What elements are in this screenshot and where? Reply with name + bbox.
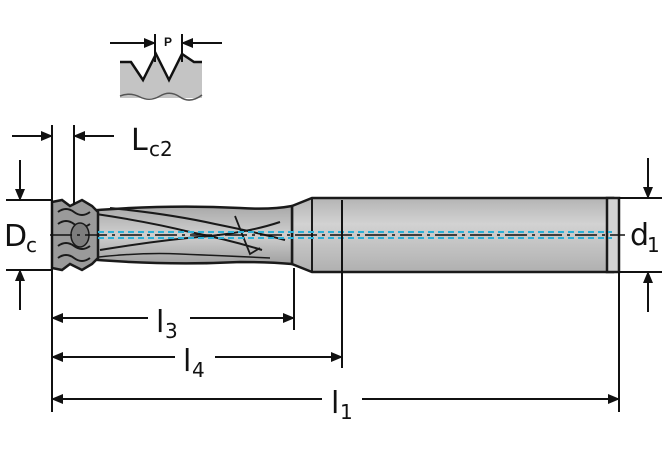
l3-label: l	[156, 305, 164, 340]
l1-subscript: 1	[340, 400, 353, 424]
pitch-label: P	[164, 35, 172, 49]
d1-subscript: 1	[647, 233, 660, 257]
dc-dimension: D c	[4, 160, 37, 310]
l4-label: l	[183, 344, 191, 379]
lc2-subscript: c2	[149, 137, 173, 161]
d1-dimension: d 1	[630, 158, 660, 312]
lc2-label: L	[131, 123, 148, 158]
l3-subscript: 3	[165, 319, 178, 343]
dc-subscript: c	[26, 233, 37, 257]
d1-label: d	[630, 218, 649, 253]
l4-subscript: 4	[192, 358, 205, 382]
l1-label: l	[331, 386, 339, 421]
l1-dimension: l 1	[51, 386, 620, 424]
thread-profile-icon: P	[110, 34, 222, 101]
dc-label: D	[4, 219, 27, 254]
lc2-dimension: L c2	[12, 123, 173, 161]
l4-dimension: l 4	[51, 344, 343, 382]
l3-dimension: l 3	[51, 305, 295, 343]
